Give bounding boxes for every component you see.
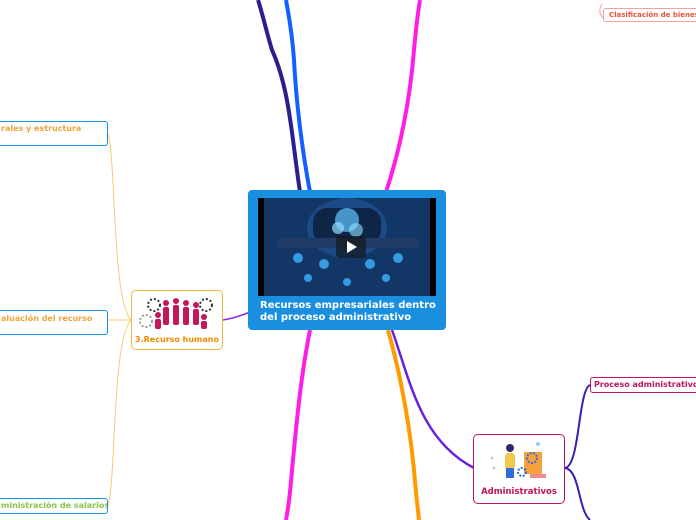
node-administrativos[interactable]: Administrativos xyxy=(473,434,565,504)
branch-bottom-orange xyxy=(386,329,421,520)
node-administracion-salarios[interactable]: ministración de salarios xyxy=(0,498,108,514)
people-gears-icon xyxy=(139,298,213,329)
video-letterbox-right xyxy=(430,198,436,296)
node-administracion-salarios-label: ministración de salarios xyxy=(1,501,108,510)
node-clasificacion-bienes-label: Clasificación de bienes xyxy=(609,11,696,19)
node-recurso-humano[interactable]: 3.Recurso humano xyxy=(131,290,223,350)
node-administrativos-label: Administrativos xyxy=(481,487,557,497)
node-evaluacion-recurso[interactable]: aluación del recurso xyxy=(0,310,108,335)
video-letterbox-left xyxy=(258,198,264,296)
node-generales-estructura[interactable]: rales y estructura xyxy=(0,121,108,146)
central-title: Recursos empresariales dentro del proces… xyxy=(260,300,436,323)
node-clasificacion-bienes[interactable]: Clasificación de bienes xyxy=(603,8,696,22)
node-proceso-administrativo-label: Proceso administrativo xyxy=(594,380,696,389)
node-generales-estructura-label: rales y estructura xyxy=(1,124,82,133)
central-topic[interactable]: Recursos empresariales dentro del proces… xyxy=(248,190,446,330)
branch-recurso-humano xyxy=(222,311,251,321)
branch-top-magenta xyxy=(384,0,422,193)
play-icon[interactable] xyxy=(336,236,366,258)
branch-top-blue xyxy=(284,0,312,193)
branch-adm-proceso xyxy=(564,384,591,469)
office-people-icon xyxy=(490,442,546,478)
video-thumbnail[interactable] xyxy=(258,198,436,296)
branch-top-navy xyxy=(256,0,302,193)
branch-bottom-magenta xyxy=(284,329,312,520)
node-proceso-administrativo[interactable]: Proceso administrativo xyxy=(590,377,696,393)
branch-administrativos xyxy=(390,329,475,470)
branch-rh-generales xyxy=(107,133,132,321)
node-recurso-humano-label: 3.Recurso humano xyxy=(135,335,219,344)
node-evaluacion-recurso-label: aluación del recurso xyxy=(1,314,93,323)
branch-rh-salarios xyxy=(107,319,132,507)
branch-adm-down xyxy=(564,467,591,520)
